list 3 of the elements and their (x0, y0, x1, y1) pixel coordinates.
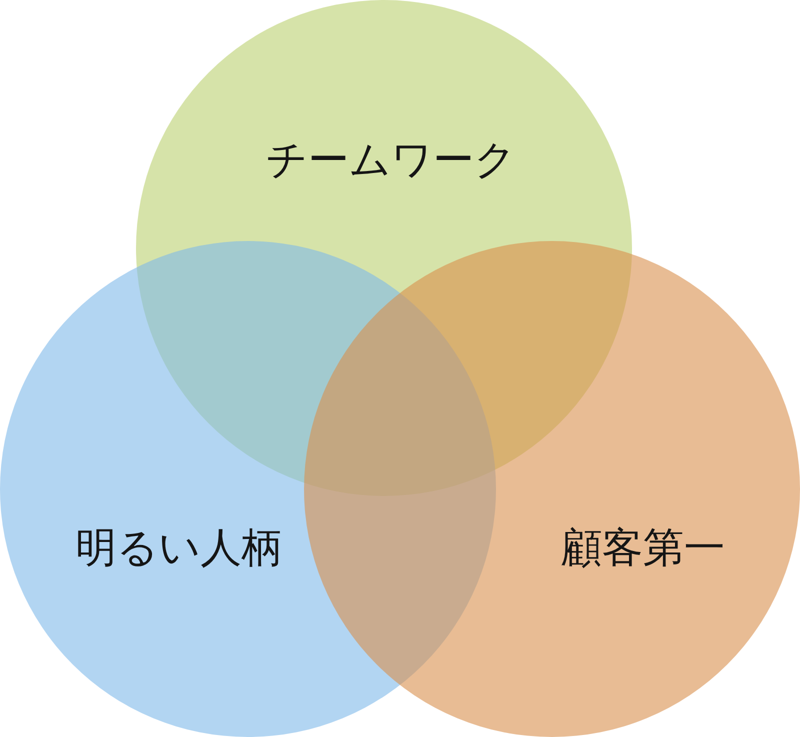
circle-label: 顧客第一 (561, 528, 725, 568)
circle-label: チームワーク (266, 140, 516, 180)
circle-label: 明るい人柄 (76, 528, 282, 568)
